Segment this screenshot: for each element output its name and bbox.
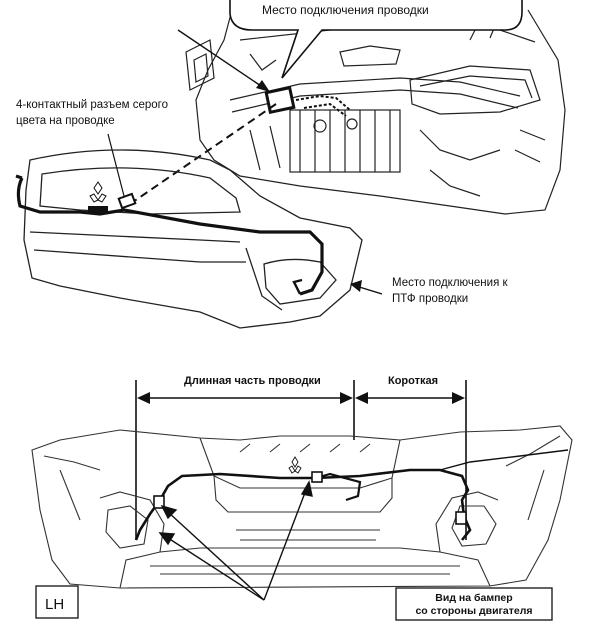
bumper-connector-marker xyxy=(117,192,137,210)
connector-pointer-arrows xyxy=(158,480,313,601)
view-label-line2: со стороны двигателя xyxy=(415,605,532,617)
connector-label-line1: 4-контактный разъем серого xyxy=(16,99,168,111)
engine-bay-drawing xyxy=(185,9,566,215)
bumper-wiring-harness xyxy=(16,177,324,296)
dimension-lines xyxy=(135,380,467,540)
callout-wiring-connection-text: Место подключения проводки xyxy=(262,3,429,17)
rear-center-connector xyxy=(311,471,323,483)
short-part-label: Короткая xyxy=(388,375,438,387)
callout-box xyxy=(229,0,523,79)
dashed-connection-line xyxy=(129,103,277,205)
rear-logo-icon xyxy=(288,456,302,474)
long-part-label: Длинная часть проводки xyxy=(184,375,321,387)
engine-connector-marker xyxy=(264,85,351,117)
connector-label-pointer xyxy=(107,133,125,197)
view-label-box xyxy=(395,587,553,621)
rear-bumper-drawing xyxy=(31,425,573,589)
fog-label-line2: ПТФ проводки xyxy=(392,293,468,305)
fog-label-line1: Место подключения к xyxy=(392,277,508,289)
dimension-arrowheads xyxy=(137,392,465,404)
engine-connector-arrow xyxy=(177,29,270,92)
lh-label: LH xyxy=(45,596,64,613)
view-label-line1: Вид на бампер xyxy=(435,592,512,604)
mitsubishi-logo-icon xyxy=(89,181,107,203)
lh-label-box xyxy=(35,585,79,619)
front-bumper-drawing xyxy=(23,149,363,329)
connector-label-line2: цвета на проводке xyxy=(16,115,115,127)
right-fog-connector xyxy=(455,511,467,525)
left-fog-connector xyxy=(153,495,165,509)
fog-connection-arrow xyxy=(350,280,383,295)
